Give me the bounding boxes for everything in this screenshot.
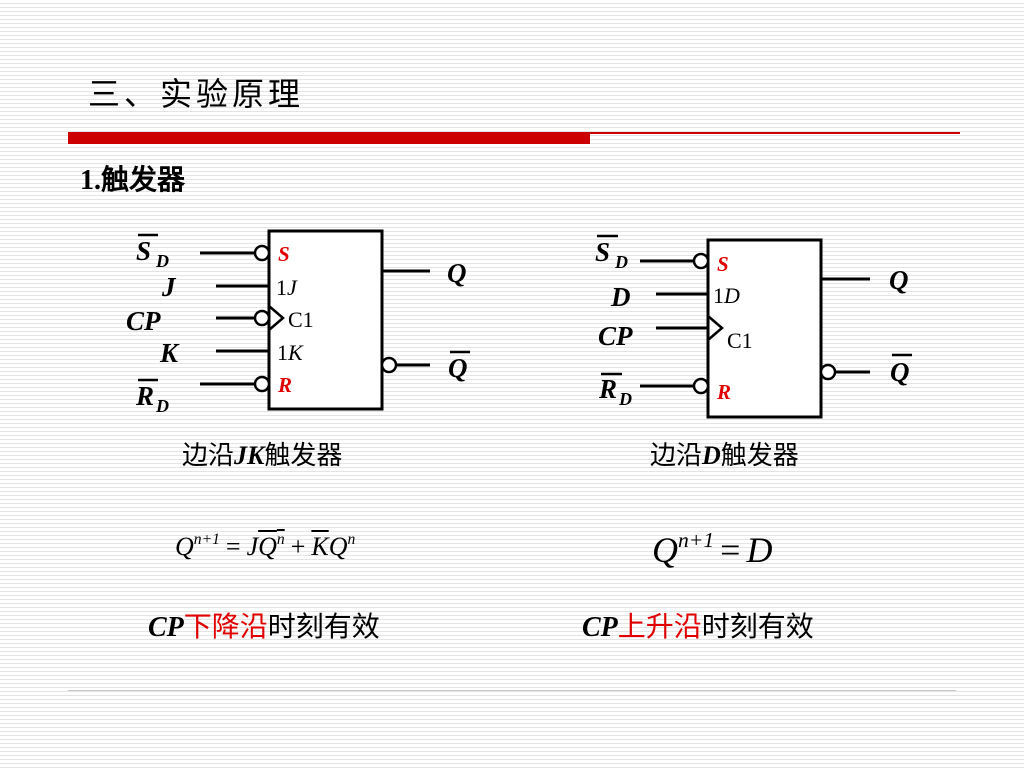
jk-qbar-bubble [380,356,398,374]
jk-eq-qbar: Q [258,531,277,561]
jk-inner-one-k: 1 [277,340,288,365]
d-eq-lhs-sup: n+1 [678,528,715,552]
section-label: 触发器 [101,163,186,196]
d-inner-one-d: 1 [713,283,724,308]
title-underline-thin [590,132,960,134]
jk-sd-subscript: D [155,251,169,271]
jk-caption-name: JK [234,441,265,470]
jk-eq-lhs: Q [175,531,194,561]
jk-eq-equals: = [225,531,241,561]
jk-inner-c1: C1 [288,307,314,332]
jk-validity-cp: CP [148,612,184,643]
jk-sd-label: S [136,236,151,266]
jk-sd-bubble [253,244,271,262]
slide-title: 三、实验原理 [88,75,305,113]
jk-eq-j: J [246,531,259,561]
d-inner-r: R [716,380,731,404]
jk-eq-lhs-sup: n+1 [193,531,220,548]
d-inner-c1: C1 [727,328,753,353]
jk-validity-suffix: 时刻有效 [267,610,380,643]
d-caption-suffix: 触发器 [720,441,799,471]
jk-rd-subscript: D [155,396,169,416]
title-underline-thick [68,132,590,144]
d-eq-rhs: D [746,530,773,571]
d-validity-edge: 上升沿 [617,610,702,643]
jk-inner-k: K [287,340,304,365]
d-rd-label: R [598,374,617,404]
d-flipflop-symbol: S D D CP R D S 1 D C1 R Q Q [595,234,912,419]
jk-rd-bubble [253,375,271,393]
section-heading: 1.触发器 [80,160,185,201]
jk-block [267,229,384,411]
jk-j-label: J [161,272,177,302]
jk-cp-label: CP [126,306,161,336]
jk-flipflop-symbol: S D J CP K R D S 1 J C1 1 K R Q Q [126,229,470,416]
jk-eq-q-sup: n [347,531,356,548]
d-sd-subscript: D [614,252,628,272]
d-validity-suffix: 时刻有效 [701,610,814,643]
d-qbar-bubble [819,363,837,381]
jk-qbar-label: Q [448,353,468,383]
jk-eq-qbar-term: Qn [258,532,285,561]
d-sd-bubble [692,252,710,270]
jk-inner-r: R [277,373,292,397]
jk-q-label: Q [447,258,467,288]
d-characteristic-equation: Qn+1=D [652,528,773,571]
jk-eq-q: Q [328,531,348,561]
d-rd-subscript: D [618,389,632,409]
section-number: 1. [80,165,101,196]
jk-k-label: K [159,338,180,368]
jk-eq-kbar: K [311,531,329,561]
d-q-label: Q [889,265,909,295]
d-caption-prefix: 边沿 [650,441,703,471]
d-qbar-label: Q [890,357,910,387]
d-caption: 边沿D触发器 [650,438,799,474]
d-eq-equals: = [720,530,741,571]
d-eq-lhs: Q [652,530,678,571]
d-inner-d: D [723,283,740,308]
jk-validity-edge: 下降沿 [183,610,268,643]
jk-clock-marker [268,305,285,331]
d-validity-note: CP上升沿时刻有效 [582,608,814,647]
jk-caption-prefix: 边沿 [182,441,235,471]
jk-eq-plus: + [290,531,306,561]
jk-inner-one-j: 1 [276,275,287,300]
d-sd-label: S [595,237,610,267]
d-inner-s: S [717,252,729,276]
jk-validity-note: CP下降沿时刻有效 [148,608,380,647]
jk-caption: 边沿JK触发器 [182,438,342,474]
jk-inner-j: J [287,275,298,300]
d-block [706,238,823,419]
d-cp-label: CP [598,321,633,351]
d-caption-name: D [702,441,721,470]
jk-rd-label: R [135,381,154,411]
jk-characteristic-equation: Qn+1=JQn+KQn [175,532,355,560]
jk-inner-s: S [278,242,290,266]
d-rd-bubble [692,377,710,395]
jk-cp-bubble [253,309,271,327]
footer-rule [68,690,956,691]
d-validity-cp: CP [582,612,618,643]
jk-caption-suffix: 触发器 [264,441,343,471]
d-clock-marker [707,315,724,341]
d-d-label: D [610,282,631,312]
jk-eq-qbar-sup: n [276,531,285,548]
